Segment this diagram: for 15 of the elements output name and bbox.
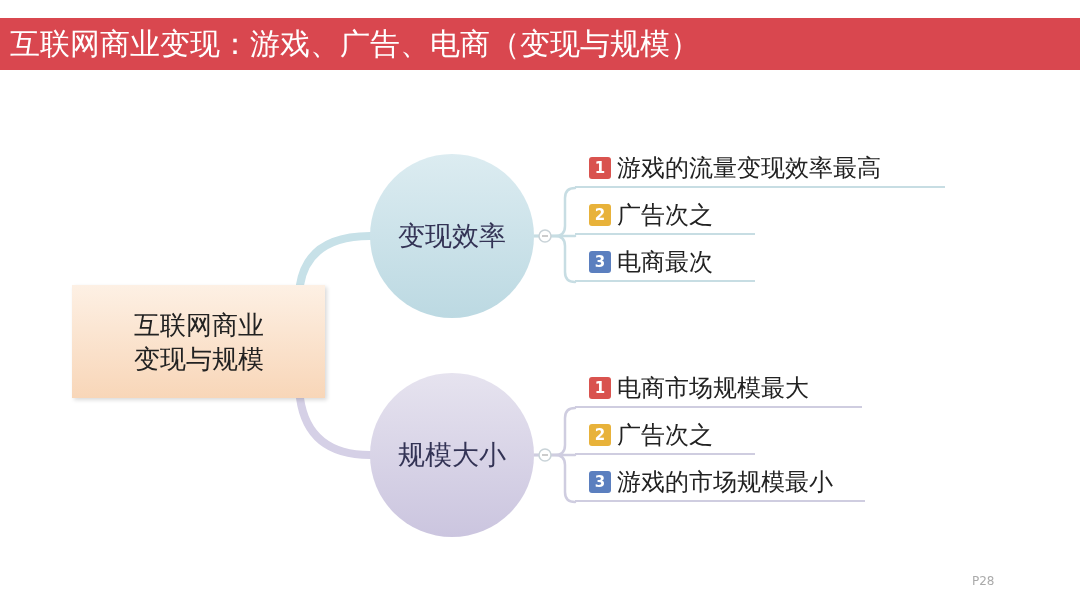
rank-badge: 3 [589, 471, 611, 493]
rank-badge: 1 [589, 157, 611, 179]
item-text: 游戏的流量变现效率最高 [617, 153, 881, 184]
item-text: 广告次之 [617, 200, 713, 231]
page-number: P28 [972, 573, 995, 590]
title-bar: 互联网商业变现：游戏、广告、电商（变现与规模） [0, 18, 1080, 70]
rank-badge: 1 [589, 377, 611, 399]
rank-badge: 2 [589, 204, 611, 226]
item-text: 电商最次 [617, 247, 713, 278]
rank-badge: 2 [589, 424, 611, 446]
rank-badge: 3 [589, 251, 611, 273]
item-text: 游戏的市场规模最小 [617, 467, 833, 498]
item-text: 电商市场规模最大 [617, 373, 809, 404]
item-text: 广告次之 [617, 420, 713, 451]
root-box: 互联网商业变现与规模 [72, 285, 325, 398]
